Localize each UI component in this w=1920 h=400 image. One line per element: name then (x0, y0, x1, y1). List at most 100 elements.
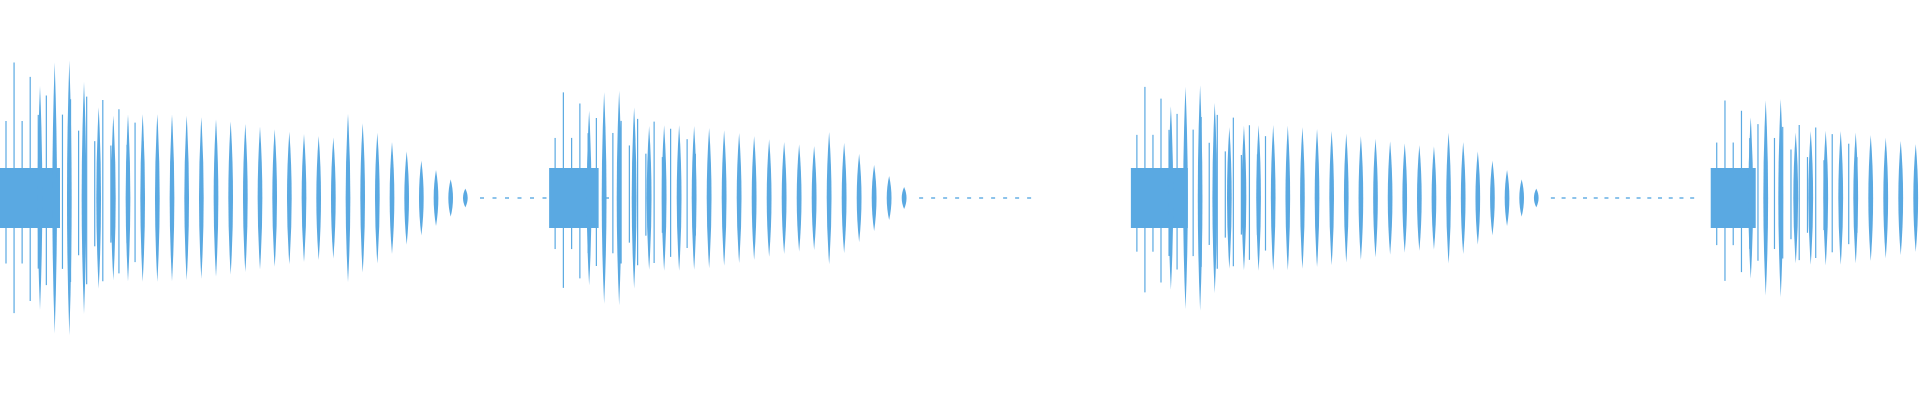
wave-lobe (1446, 132, 1451, 264)
burst-1 (0, 60, 622, 336)
wave-lobe (1358, 136, 1364, 260)
wave-lobe (856, 153, 862, 243)
wave-lobe (736, 133, 742, 263)
wave-lobe (301, 134, 307, 262)
wave-lobe (37, 86, 43, 310)
wave-lobe (781, 142, 787, 254)
wave-lobe (1417, 145, 1422, 251)
wave-lobe (646, 126, 652, 270)
wave-lobe (1343, 133, 1349, 263)
wave-lobe (1533, 188, 1539, 208)
wave-lobe (1519, 179, 1524, 217)
wave-lobe (1868, 134, 1874, 262)
wave-lobe (1227, 127, 1232, 269)
wave-lobe (272, 129, 278, 267)
wave-lobe (886, 175, 892, 221)
wave-lobe (360, 123, 366, 273)
wave-lobe (1823, 130, 1829, 266)
wave-lobe (1853, 132, 1859, 264)
wave-lobe (96, 107, 102, 289)
wave-lobe (125, 114, 131, 282)
wave-lobe (52, 62, 58, 334)
wave-lobe (751, 136, 757, 260)
wave-lobe (154, 114, 160, 282)
wave-lobe (1475, 151, 1481, 245)
wave-lobe (1212, 102, 1218, 294)
onset-core (1710, 168, 1756, 228)
onset-core (1130, 168, 1188, 228)
burst-4 (1710, 99, 1919, 297)
wave-lobe (691, 126, 697, 270)
wave-lobe (1898, 140, 1904, 256)
wave-lobe (1838, 131, 1844, 265)
wave-lobe (616, 90, 622, 306)
wave-lobe (676, 125, 682, 271)
wave-lobe (841, 142, 847, 254)
wave-lobe (1314, 128, 1320, 268)
wave-lobe (871, 164, 877, 232)
onset-core (0, 168, 60, 228)
wave-lobe (257, 126, 263, 270)
wave-lobe (1241, 125, 1247, 271)
wave-lobe (601, 92, 607, 304)
wave-lobe (389, 142, 395, 254)
wave-lobe (706, 127, 712, 269)
wave-lobe (1387, 141, 1393, 255)
wave-lobe (1913, 143, 1919, 253)
wave-lobe (1778, 99, 1784, 297)
wave-lobe (1490, 160, 1495, 236)
wave-lobe (796, 144, 802, 252)
wave-lobe (198, 117, 204, 279)
wave-lobe (169, 114, 175, 282)
wave-lobe (1748, 117, 1754, 279)
wave-lobe (1460, 142, 1466, 254)
wave-lobe (766, 139, 772, 257)
wave-lobe (1285, 125, 1291, 271)
wave-lobe (1808, 131, 1814, 265)
wave-lobe (1270, 125, 1276, 271)
wave-lobe (1763, 100, 1769, 296)
wave-lobe (1793, 132, 1799, 264)
burst-2 (549, 90, 1032, 306)
wave-lobe (286, 131, 292, 265)
wave-lobe (1402, 143, 1408, 253)
wave-lobe (1329, 131, 1334, 265)
wave-lobe (1300, 127, 1305, 269)
wave-lobe (1256, 125, 1261, 271)
wave-lobe (184, 115, 190, 281)
wave-lobe (631, 107, 637, 289)
wave-lobe (66, 60, 72, 336)
wave-lobe (1373, 138, 1378, 258)
wave-lobe (433, 170, 439, 226)
wave-lobe (228, 121, 234, 275)
wave-lobe (110, 115, 116, 281)
wave-lobe (1883, 137, 1889, 259)
wave-lobe (404, 151, 410, 245)
wave-lobe (661, 125, 667, 271)
wave-lobe (374, 132, 380, 264)
wave-lobe (1197, 85, 1203, 311)
wave-lobe (140, 114, 146, 282)
wave-lobe (81, 82, 87, 314)
wave-lobe (901, 186, 907, 210)
wave-lobe (213, 119, 219, 277)
wave-lobe (826, 131, 832, 265)
wave-lobe (462, 188, 468, 208)
wave-lobe (448, 179, 454, 217)
wave-lobe (721, 130, 727, 266)
burst-3 (1130, 85, 1695, 311)
wave-lobe (242, 123, 248, 273)
wave-lobe (330, 137, 336, 259)
wave-lobe (345, 114, 351, 282)
wave-lobe (418, 160, 424, 236)
wave-lobe (811, 146, 817, 250)
wave-lobe (1504, 170, 1510, 226)
wave-lobe (1183, 86, 1188, 310)
wave-lobe (586, 110, 592, 286)
wave-lobe (1168, 106, 1174, 290)
waveform-bursts (0, 60, 1919, 336)
wave-lobe (316, 135, 322, 261)
wave-lobe (1431, 146, 1437, 250)
